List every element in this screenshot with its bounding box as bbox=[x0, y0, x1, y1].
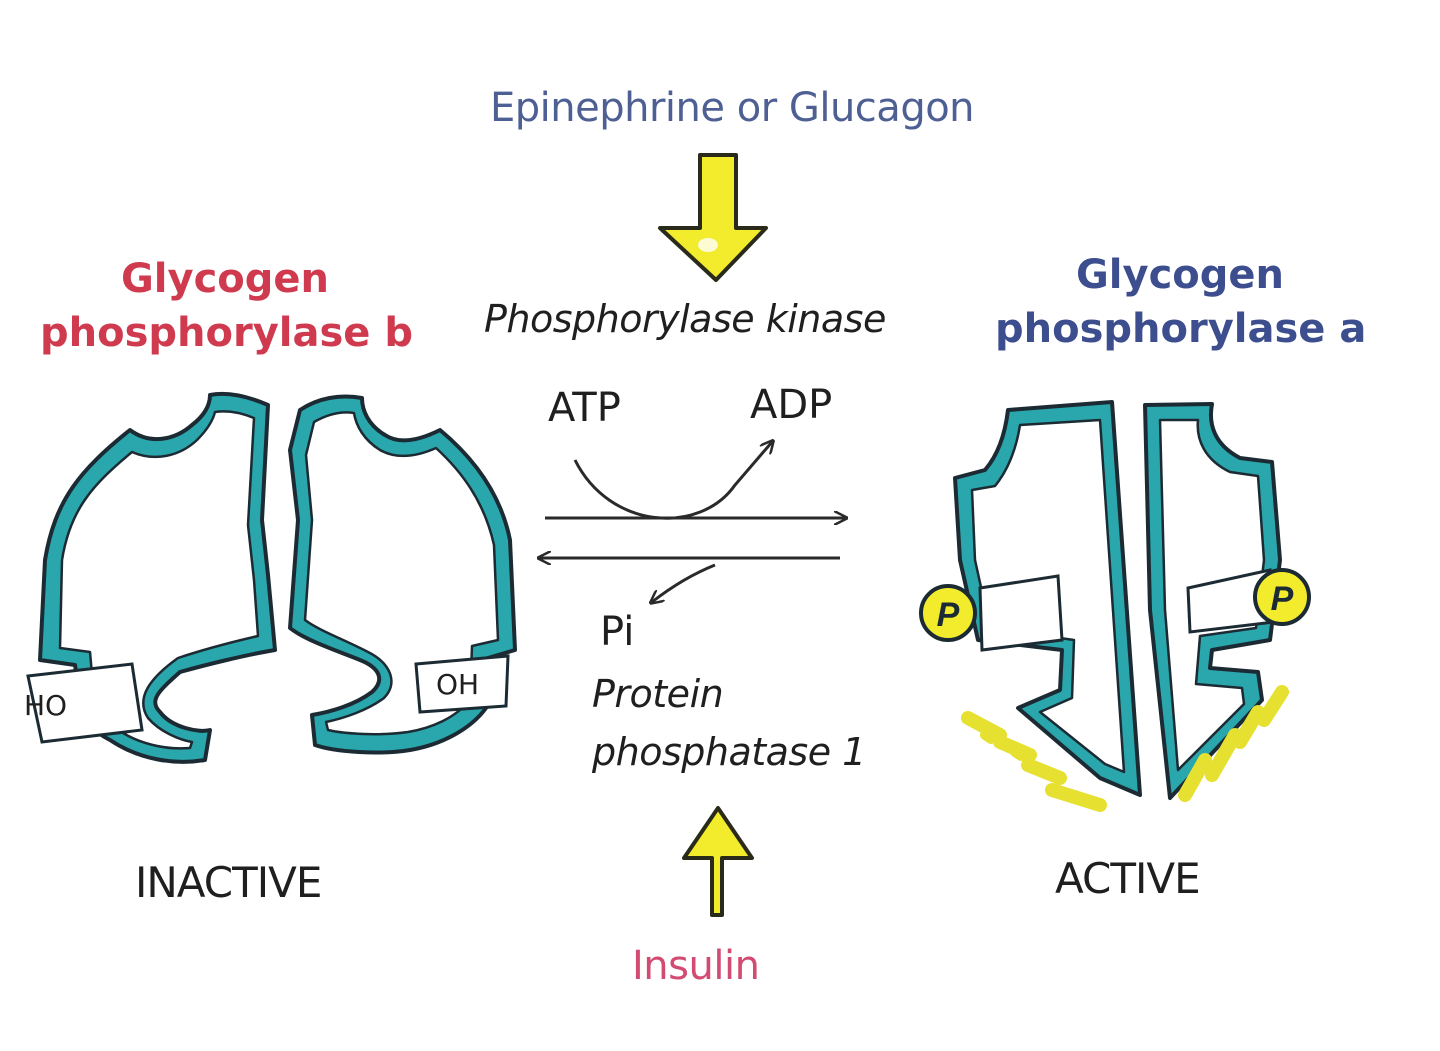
ho-group-label: HO bbox=[24, 689, 68, 722]
inactive-left-subunit bbox=[26, 391, 277, 764]
kinase-label: Phosphorylase kinase bbox=[484, 297, 886, 341]
insulin-label: Insulin bbox=[632, 943, 760, 989]
upstream-signal-label: Epinephrine or Glucagon bbox=[490, 85, 975, 131]
phosphate-left: P bbox=[919, 584, 977, 642]
active-left-subunit bbox=[953, 400, 1142, 797]
reaction-arrows bbox=[540, 442, 845, 602]
adp-label: ADP bbox=[750, 382, 833, 428]
inactive-enzyme-title: Glycogen phosphorylase b bbox=[40, 252, 413, 360]
inactive-enzyme-title-line1: Glycogen bbox=[120, 256, 330, 302]
active-enzyme-title-line1: Glycogen bbox=[1075, 252, 1285, 298]
phosphate-right: P bbox=[1253, 568, 1311, 626]
activator-arrow bbox=[658, 153, 768, 282]
inactive-enzyme-dimer bbox=[26, 391, 517, 764]
active-enzyme-title: Glycogen phosphorylase a bbox=[995, 248, 1367, 356]
phosphate-right-label: P bbox=[1271, 580, 1294, 618]
pi-label: Pi bbox=[600, 609, 635, 655]
phosphatase-label-line1: Protein bbox=[592, 672, 724, 716]
atp-label: ATP bbox=[548, 385, 621, 431]
inactive-state-label: INACTIVE bbox=[135, 858, 322, 907]
active-right-subunit bbox=[1143, 402, 1282, 800]
inactive-right-subunit bbox=[288, 394, 517, 755]
oh-group-label: OH bbox=[436, 668, 480, 701]
active-state-label: ACTIVE bbox=[1055, 854, 1201, 903]
phosphate-left-label: P bbox=[937, 596, 960, 634]
insulin-arrow bbox=[682, 806, 754, 917]
pi-release-curve bbox=[652, 563, 716, 602]
atp-to-adp-curve bbox=[573, 442, 772, 520]
active-enzyme-title-line2: phosphorylase a bbox=[995, 306, 1367, 352]
active-enzyme-dimer: P P bbox=[919, 400, 1311, 812]
substrate-marks bbox=[961, 685, 1289, 812]
phosphatase-label-line2: phosphatase 1 bbox=[592, 730, 866, 774]
inactive-enzyme-title-line2: phosphorylase b bbox=[40, 310, 413, 356]
